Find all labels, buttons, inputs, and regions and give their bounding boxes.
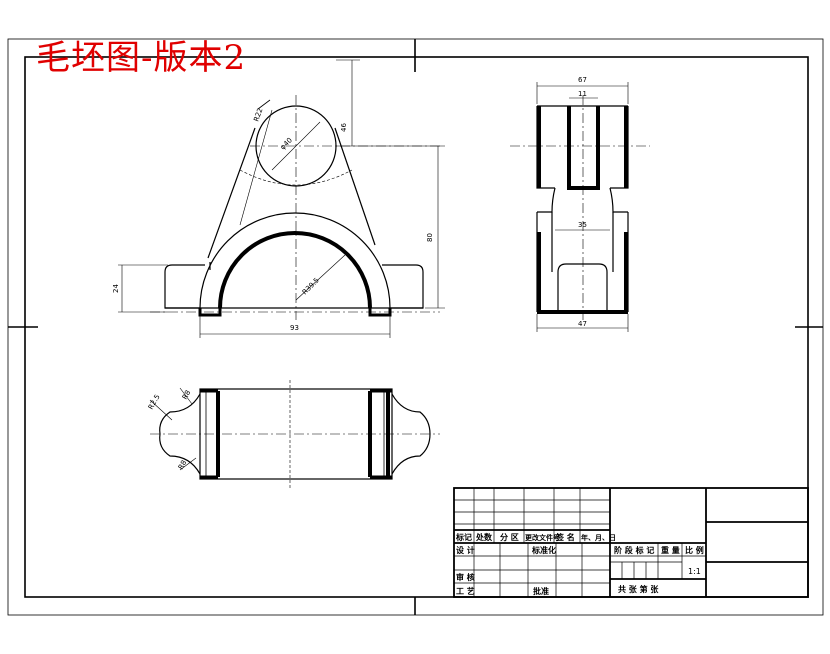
tb-sheet: 共 张 第 张: [618, 584, 659, 594]
dim-base-width: 93: [290, 324, 299, 332]
side-view: 67 11 35 47: [510, 76, 650, 332]
dim-side-bottom: 47: [578, 320, 587, 328]
tb-design: 设 计: [456, 545, 475, 555]
tb-review: 审 核: [456, 572, 475, 582]
tb-mark: 标记: [455, 532, 472, 542]
tb-count: 处数: [475, 532, 493, 542]
dim-plan-r3: R8: [177, 459, 189, 471]
tb-weight: 重 量: [661, 545, 680, 555]
dim-side-top-width: 67: [578, 76, 587, 84]
drawing-title: 毛坯图-版本2: [36, 38, 247, 78]
front-view: 46 R22 φ40 80 R39.5 24 93: [112, 59, 445, 338]
dim-hole-diameter: φ40: [279, 136, 294, 151]
dim-top-height: 46: [340, 123, 348, 132]
dim-flange-height: 24: [112, 284, 120, 293]
title-block: 标记 处数 分 区 更改文件号 签 名 年、月、日 设 计 标准化 审 核 工 …: [453, 487, 809, 598]
tb-stage: 阶 段 标 记: [614, 545, 654, 555]
tb-standard: 标准化: [531, 545, 556, 555]
tb-scale: 比 例: [685, 545, 704, 555]
tb-approve: 批准: [533, 586, 549, 596]
tb-sign: 签 名: [555, 532, 575, 542]
plan-view: R2.5 R8 R8: [147, 380, 440, 488]
centering-marks: [8, 39, 823, 615]
dim-side-slot: 11: [578, 90, 587, 98]
dim-inner-radius: R39.5: [301, 276, 321, 296]
tb-zone: 分 区: [500, 532, 519, 542]
dim-side-mid: 35: [578, 221, 587, 229]
tb-change-doc: 更改文件号: [525, 533, 560, 542]
outer-frame: [7, 38, 824, 616]
tb-process: 工 艺: [456, 586, 475, 596]
inner-frame: [24, 56, 809, 598]
tb-scale-value: 1:1: [688, 567, 701, 576]
dim-overall-height: 80: [426, 233, 434, 242]
dim-radius-large: R22: [252, 107, 264, 123]
tb-date: 年、月、日: [581, 533, 616, 542]
dim-plan-r2: R8: [181, 389, 193, 401]
